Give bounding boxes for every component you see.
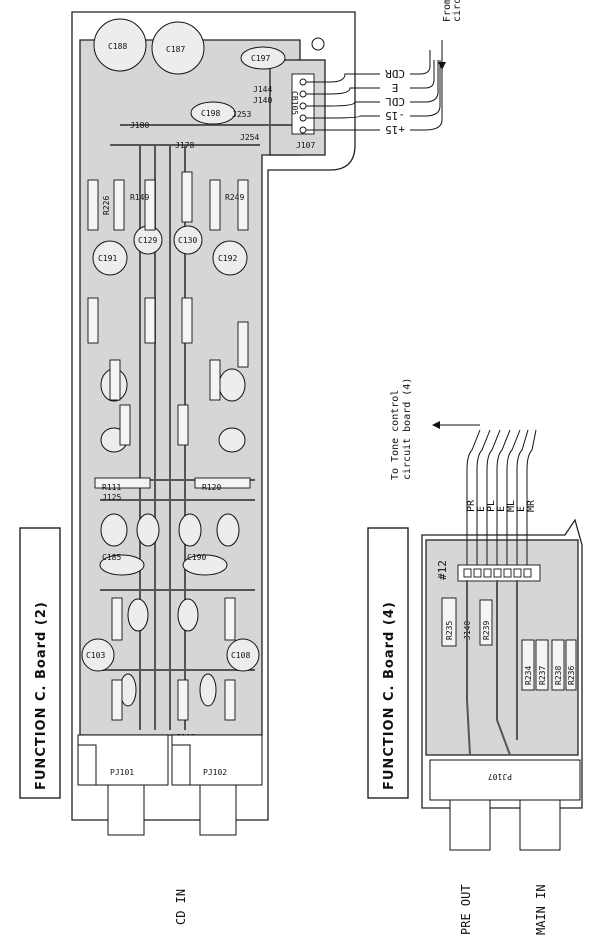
signal-minus15: -15	[385, 109, 405, 122]
ref-r149: R149	[130, 193, 149, 202]
ref-pj107: PJ107	[488, 772, 512, 781]
cd-in-label: CD IN	[174, 889, 188, 925]
ref-r120: R120	[202, 483, 221, 492]
small-capacitors: C185 C190	[99, 368, 246, 707]
connector-12: #12	[436, 560, 541, 582]
signal-cdl: CDL	[385, 95, 405, 108]
mounting-hole	[311, 37, 325, 51]
ref-c108: C108	[231, 651, 250, 660]
signal-e-2: E	[496, 506, 507, 512]
ref-r238: R238	[554, 666, 563, 685]
ref-r237: R237	[538, 666, 547, 685]
ref-pj102: PJ102	[203, 768, 227, 777]
board-4: PJ107 #12 R235 R239 R234 R237	[367, 378, 583, 935]
board-4-signal-wires: PR E PL E ML E MR	[432, 421, 537, 565]
connector-cb105: CB105	[290, 73, 315, 135]
ref-j253: J253	[232, 110, 251, 119]
ref-c187: C187	[166, 45, 185, 54]
ref-c185: C185	[102, 553, 121, 562]
ref-j180: J180	[130, 121, 149, 130]
cap-c198	[190, 101, 236, 125]
cap-c188	[93, 18, 147, 72]
pre-out-jack	[449, 799, 491, 851]
cap-c108	[226, 638, 260, 672]
ref-j107: J107	[296, 141, 315, 150]
board-2-outline	[71, 11, 356, 821]
signal-pr: PR	[466, 499, 477, 512]
ref-c197: C197	[251, 54, 270, 63]
signal-ml: ML	[506, 500, 517, 512]
big-capacitors: C188 C187 C198 C197	[93, 18, 286, 125]
cap-c192	[212, 240, 248, 276]
cap-c130	[173, 225, 203, 255]
ref-r236: R236	[567, 666, 576, 685]
ref-c191: C191	[98, 254, 117, 263]
ref-c198: C198	[201, 109, 220, 118]
signal-e: E	[392, 81, 399, 94]
ref-cb105: CB105	[290, 91, 299, 115]
board-4-title-box	[367, 527, 409, 799]
signal-plus15: +15	[385, 123, 405, 136]
to-tone-control-label: To Tone control	[390, 390, 401, 480]
ref-r249: R249	[225, 193, 244, 202]
ref-pj101: PJ101	[110, 768, 134, 777]
signal-e-3: E	[516, 506, 527, 512]
pre-out-label: PRE OUT	[459, 884, 473, 935]
cap-c103	[81, 638, 115, 672]
signal-cdr: CDR	[385, 67, 405, 80]
ref-r111: R111	[102, 483, 121, 492]
board-4-outline	[421, 518, 583, 809]
from-label: From	[442, 0, 453, 22]
ref-connector-12: #12	[436, 560, 449, 580]
ref-j144: J144	[253, 85, 272, 94]
board-4-title: FUNCTION C. Board (4)	[382, 601, 397, 790]
ref-c103: C103	[86, 651, 105, 660]
signal-mr: MR	[526, 499, 537, 512]
ref-j178: J178	[175, 141, 194, 150]
ref-j254: J254	[240, 133, 259, 142]
board-2-title: FUNCTION C. Board (2)	[34, 601, 49, 790]
cap-c187	[151, 21, 205, 75]
jack-pj107-body	[429, 759, 581, 801]
board-2-resistors: R226 R149 R249 R111 R120	[87, 171, 251, 721]
ref-r235: R235	[445, 621, 454, 640]
board-2: C188 C187 C198 C197 C191 C192 C129 C130 …	[19, 0, 463, 925]
ref-j140: J140	[253, 96, 272, 105]
board-2-title-box	[19, 527, 61, 799]
main-in-label: MAIN IN	[534, 884, 548, 935]
cap-c191	[92, 240, 128, 276]
cap-c197	[240, 46, 286, 70]
main-in-jack	[519, 799, 561, 851]
circuit-board-4-label: circuit board (4)	[402, 378, 413, 480]
ref-r226: R226	[102, 196, 111, 215]
medium-capacitors: C191 C192 C129 C130 C103 C108	[81, 225, 260, 672]
ref-r239: R239	[482, 621, 491, 640]
board-4-traces	[466, 580, 518, 756]
cd-in-jacks: PJ101 PJ102	[77, 734, 263, 836]
ref-c192: C192	[218, 254, 237, 263]
ref-c188: C188	[108, 42, 127, 51]
ref-j125: J125	[102, 493, 121, 502]
from-label-2: circu	[452, 0, 463, 22]
signal-e-1: E	[476, 506, 487, 512]
ref-c129: C129	[138, 236, 157, 245]
ref-c190: C190	[187, 553, 206, 562]
board-2-signal-wires: CDR E CDL -15 +15 From circu	[306, 0, 463, 136]
ref-r234: R234	[524, 666, 533, 685]
signal-pl: PL	[486, 500, 497, 512]
ref-c130: C130	[178, 236, 197, 245]
